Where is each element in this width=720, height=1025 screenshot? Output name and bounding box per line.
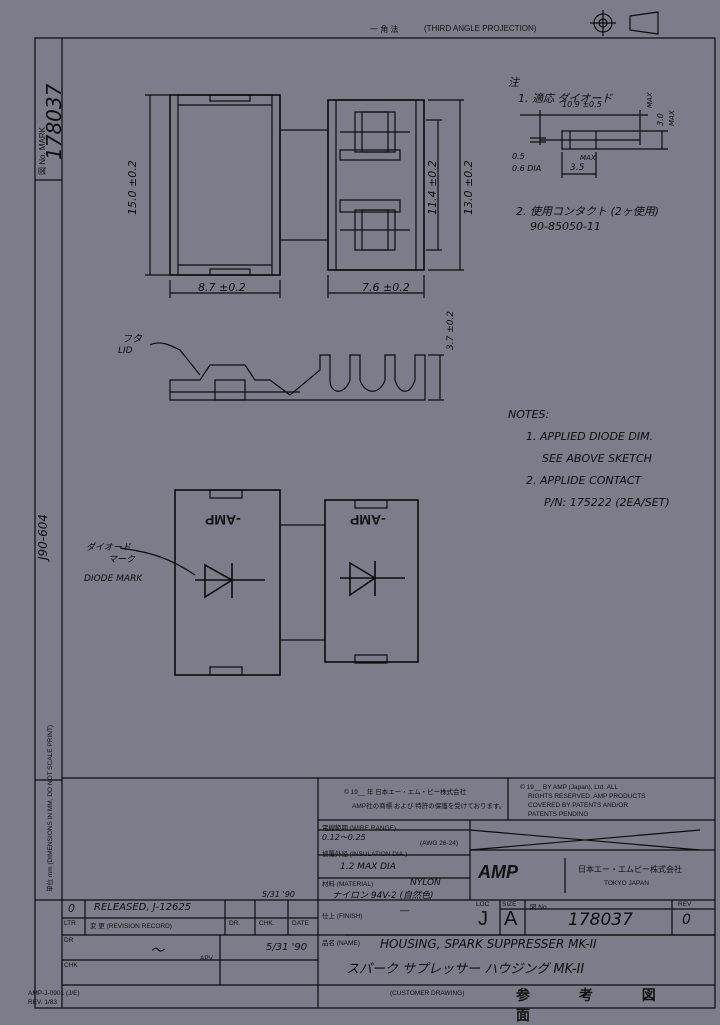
diode-mark-label-jp1: ダイオード <box>86 543 132 553</box>
dim-side-height: 3.7 ±0.2 <box>446 310 456 350</box>
revision-date: 5/31 '90 <box>262 890 295 899</box>
lid-label-jp: フタ <box>122 334 142 345</box>
dwg-no-value: 178037 <box>568 910 633 930</box>
dwg-no-label: 図 No <box>530 904 547 911</box>
wire-range-value: 0.12～0.25 <box>322 833 366 842</box>
insulation-value: 1.2 MAX DIA <box>340 862 396 872</box>
en-notes-title: NOTES: <box>508 408 550 421</box>
material-jp: ナイロン 94V-2 (自然色) <box>332 891 434 901</box>
insulation-label: 被覆外径 (INSULATION DIA.) <box>322 851 408 858</box>
form-rev: REV. 1/83 <box>28 999 58 1006</box>
diode-body-max: MAX <box>580 154 596 162</box>
dim-width-left: 8.7 ±0.2 <box>198 281 246 294</box>
wire-range-label: 電線範囲 (WIRE RANGE) <box>322 825 397 832</box>
size-value: A <box>504 908 518 930</box>
company-name-jp: 日本エー・エムピー株式会社 <box>578 865 682 874</box>
material-label: 材料 (MATERIAL) <box>322 881 374 888</box>
en-note-1: 1. APPLIED DIODE DIM. <box>526 430 654 443</box>
diode-lead-1: 0.5 <box>512 152 525 161</box>
dim-inner-height: 11.4 ±0.2 <box>426 160 439 215</box>
copyright-en-1: © 19__ BY AMP (Japan), Ltd. ALL <box>520 784 619 791</box>
apv-label: APV <box>200 955 214 962</box>
wire-range-awg: (AWG 26-24) <box>420 840 459 847</box>
side-dwg-number: 178037 <box>42 83 66 160</box>
company-logo: AMP <box>478 862 518 882</box>
copyright-en-2: RIGHTS RESERVED. AMP PRODUCTS <box>528 793 646 800</box>
diode-dia-max: MAX <box>668 110 676 126</box>
size-label: SIZE <box>502 901 517 908</box>
diode-dia: 3.0 <box>656 113 665 126</box>
copyright-jp-2: AMP社の商標 および 特許の保護を受けております。 <box>352 803 506 810</box>
drawer-signature: ～ <box>150 943 164 959</box>
contact-part-number: 90-85050-11 <box>530 220 601 233</box>
diode-mark-left-icon <box>200 562 240 598</box>
chk-col-label: CHK. <box>259 920 275 927</box>
jp-notes-title: 注 <box>508 76 519 89</box>
scale-note: 単位 mm (DIMENSIONS IN MM, DO NOT SCALE PR… <box>47 724 54 892</box>
diode-mark-right-icon <box>345 560 385 596</box>
projection-label-jp: 一 角 法 <box>370 25 399 34</box>
ltr-label: LTR <box>64 920 76 927</box>
form-code: J90-604 <box>36 513 50 560</box>
dim-height-right: 13.0 ±0.2 <box>462 160 475 215</box>
diode-mark-label-en: DIODE MARK <box>84 574 143 584</box>
copyright-jp: © 19__ 年 日本エー・エム・ピー株式会社 <box>344 789 467 796</box>
diode-lead-2: 0.6 DIA <box>512 164 542 173</box>
copyright-en-3: COVERED BY PATENTS AND/OR <box>528 802 629 809</box>
copyright-en-4: PATENTS PENDING <box>528 811 589 818</box>
diode-len: 10.9 ±0.5 <box>562 100 602 109</box>
en-note-2-cont: P/N: 175222 (2EA/SET) <box>544 496 670 509</box>
revision-ltr: 0 <box>68 902 75 915</box>
part-name-en: HOUSING, SPARK SUPPRESSER MK-II <box>380 937 597 951</box>
dr-col-label: DR. <box>229 920 241 927</box>
rev-value: 0 <box>682 912 691 928</box>
diode-mark-label-jp2: マーク <box>108 555 136 565</box>
third-angle-projection-icon <box>594 12 614 32</box>
en-note-2: 2. APPLIDE CONTACT <box>526 474 642 487</box>
material-value: NYLON <box>410 878 441 888</box>
jp-note-1: 1. 適応 ダイオード <box>518 92 613 105</box>
dr-row-label: DR <box>64 937 74 944</box>
loc-label: LOC <box>476 901 490 908</box>
lid-label-en: LID <box>118 346 133 356</box>
en-note-1-cont: SEE ABOVE SKETCH <box>542 452 652 465</box>
form-number: AMP-J-0901 (J/E) <box>28 990 80 997</box>
amp-logo-left: -AMP <box>205 512 241 528</box>
loc-value: J <box>478 908 488 930</box>
projection-label-en: (THIRD ANGLE PROJECTION) <box>424 24 537 33</box>
diode-body-len: 3.5 <box>570 163 585 173</box>
revision-record-label: 変 更 (REVISION RECORD) <box>90 923 172 930</box>
jp-note-2: 2. 使用コンタクト (2ヶ使用) <box>516 205 660 218</box>
reference-drawing-label: 参 考 図 面 <box>516 988 678 1024</box>
amp-logo-right: -AMP <box>350 512 386 528</box>
name-label: 品名 (NAME) <box>322 940 360 947</box>
dim-height-left: 15.0 ±0.2 <box>126 160 139 215</box>
dr-date: 5/31 '90 <box>266 942 308 953</box>
date-col-label: DATE <box>292 920 309 927</box>
part-name-jp: スパーク サプレッサー ハウジング MK-II <box>346 962 585 977</box>
finish-label: 仕上 (FINISH) <box>322 913 363 920</box>
diode-len-max: MAX <box>646 92 654 108</box>
dim-width-right: 7.6 ±0.2 <box>362 281 410 294</box>
customer-drawing-label: (CUSTOMER DRAWING) <box>390 990 465 997</box>
finish-value: ― <box>400 906 409 916</box>
chk-row-label: CHK <box>64 962 78 969</box>
rev-label: REV <box>678 901 692 908</box>
company-city: TOKYO JAPAN <box>604 880 649 887</box>
revision-text: RELEASED, J-12625 <box>94 902 192 913</box>
